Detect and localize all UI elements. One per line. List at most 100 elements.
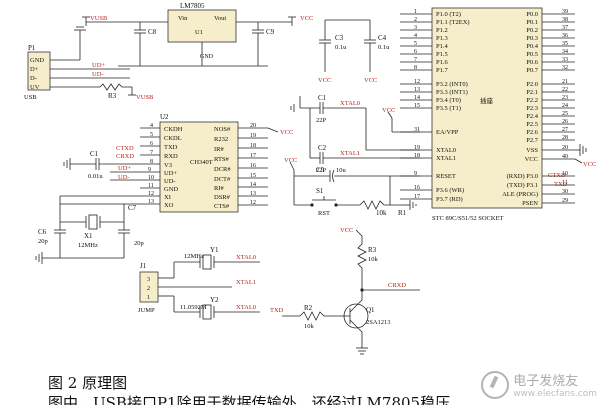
mcu-right-pin-label: VSS	[526, 147, 538, 154]
mcu-left-pin-label: P3.2 (INT0)	[436, 81, 468, 88]
mcu-right-pin-num: 29	[562, 198, 568, 204]
elecfans-logo-icon	[481, 370, 510, 399]
mcu-right-pin-num: 37	[562, 25, 568, 31]
ch340-num-l5: 9	[148, 167, 151, 173]
r2-val: 10k	[304, 323, 315, 330]
vcc-label-rst: VCC	[284, 157, 297, 164]
ch340-num-r5: 15	[250, 173, 256, 179]
mcu-left-pin-label: P1.4	[436, 43, 448, 50]
mcu-right-pin-label: VCC	[525, 156, 538, 163]
ch340-pin-l0: CKDH	[164, 126, 183, 133]
ch340-net-ctxd: CTXD	[116, 145, 134, 152]
mcu-left-pin-label: EA/VPP	[436, 129, 459, 136]
jumper-label: JUMP	[138, 307, 155, 314]
mcu-title: 插座	[480, 96, 494, 105]
mcu-part: STC 89C/S51/52 SOCKET	[432, 215, 504, 222]
mcu-right-pin-num: 22	[562, 87, 568, 93]
mcu-left-pin-num: 3	[414, 25, 417, 31]
mcu-right-pin-num: 25	[562, 111, 568, 117]
cap-c3-ref: C3	[335, 34, 344, 42]
usb-pin-gnd: GND	[30, 57, 44, 64]
ch340-num-l8: 12	[148, 191, 154, 197]
ch340-num-r4: 16	[250, 163, 256, 169]
jumper-j1: J1 3 2 1 JUMP	[138, 262, 159, 314]
ch340-pin-l7: GND	[164, 186, 178, 193]
cap-c8-ref: C8	[148, 28, 157, 36]
mcu-right-pin-num: 27	[562, 127, 568, 133]
jumper-ref: J1	[140, 262, 147, 270]
vcc-label-3: VCC	[364, 77, 377, 84]
jumper-pin-2: 2	[147, 286, 150, 292]
cap-c1a-ref: C1	[318, 94, 327, 102]
mcu-left-pin-num: 6	[414, 49, 417, 55]
mcu-right-pin-label: (TXD) P3.1	[507, 182, 538, 189]
usb-ref: P1	[28, 44, 36, 52]
switch-s1-ref: S1	[316, 187, 324, 195]
ch340-num-l7: 11	[148, 183, 154, 189]
ch340-pin-r7: DSR#	[214, 194, 231, 201]
net-xtal0-mcu: XTAL0	[340, 100, 360, 107]
vusb-label-2: VUSB	[136, 94, 154, 101]
usb-pin-uv: UV	[30, 84, 40, 91]
q1-ref: Q1	[366, 306, 375, 314]
cap-c5-ref: C5	[316, 166, 325, 174]
ch340-num-r0: 20	[250, 123, 256, 129]
mcu-right-pin-num: 21	[562, 79, 568, 85]
cap-c4-val: 0.1u	[378, 44, 390, 51]
ch340-num-r6: 14	[250, 182, 256, 188]
cap-c1b-ref: C1	[90, 150, 99, 158]
ch340-num-r7: 13	[250, 191, 256, 197]
cap-c6-ref: C6	[38, 228, 47, 236]
ch340-pin-l1: CKDL	[164, 135, 182, 142]
mcu-right-pin-label: P2.3	[526, 105, 538, 112]
mcu-right-pin-num: 35	[562, 41, 568, 47]
mcu-left-pin-label: P1.7	[436, 67, 448, 74]
mcu-left-pin-num: 12	[414, 79, 420, 85]
ch340-pin-l8: XI	[164, 194, 171, 201]
ch340-num-l2: 6	[150, 141, 153, 147]
mcu-left-pin-label: P3.5 (T1)	[436, 105, 461, 112]
mcu-left-pin-label: P1.1 (T2EX)	[436, 19, 470, 26]
cap-c2-val: 22P	[316, 167, 327, 174]
mcu-right-pin-label: P0.3	[526, 35, 538, 42]
regulator-lm7805: Vin Vout U1 LM7805 GND	[167, 2, 237, 60]
net-xtal1-mcu: XTAL1	[340, 150, 360, 157]
mcu-right-pin-label: P0.5	[526, 51, 538, 58]
ch340-part: CH340T	[190, 159, 213, 166]
mcu-left-pin-num: 16	[414, 185, 420, 191]
mcu-right-pin-num: 40	[562, 154, 568, 160]
ch340-pin-r0: NOS#	[214, 126, 231, 133]
cap-c9-ref: C9	[266, 28, 275, 36]
mcu-left-pin-num: 14	[414, 95, 420, 101]
usb-net-udminus: UD-	[92, 71, 104, 78]
ch340-num-l6: 10	[148, 175, 154, 181]
vcc-label-ea: VCC	[382, 107, 395, 114]
mcu-left-pin-label: RESET	[436, 173, 456, 180]
mcu-right-pins: 39P0.038P0.137P0.236P0.335P0.434P0.533P0…	[502, 9, 575, 207]
mcu-right-pin-num: 26	[562, 119, 568, 125]
mcu-left-pin-num: 5	[414, 41, 417, 47]
mcu-right-pin-label: P0.1	[526, 19, 538, 26]
mcu-left-pin-num: 18	[414, 153, 420, 159]
mcu-left-pin-num: 1	[414, 9, 417, 15]
q1-part: 2SA1213	[366, 319, 391, 326]
ch340-net-udminus: UD-	[118, 174, 130, 181]
net-xtal0-y1: XTAL0	[236, 254, 256, 261]
watermark-url: www.elecfans.com	[513, 389, 597, 399]
vcc-label-mcu: VCC	[583, 161, 596, 168]
ch340-num-l9: 13	[148, 199, 154, 205]
mcu-left-pin-num: 7	[414, 57, 417, 63]
usb-connector-p1: P1 GND D+ D- UV USB	[24, 44, 51, 101]
mcu-right-pin-label: P2.7	[526, 137, 538, 144]
crystal-x1-ref: X1	[84, 232, 93, 240]
ch340-pin-r5: DCT#	[214, 176, 231, 183]
ch340-pin-l4: V3	[164, 162, 172, 169]
chip-mcu-stc89: 插座 STC 89C/S51/52 SOCKET	[431, 7, 543, 222]
cap-c3-val: 0.1u	[335, 44, 347, 51]
ch340-num-r2: 18	[250, 143, 256, 149]
mcu-left-pin-num: 8	[414, 65, 417, 71]
mcu-right-pin-num: 10	[562, 171, 568, 177]
mcu-left-pin-num: 13	[414, 87, 420, 93]
cap-c5-val: 10u	[336, 167, 347, 174]
